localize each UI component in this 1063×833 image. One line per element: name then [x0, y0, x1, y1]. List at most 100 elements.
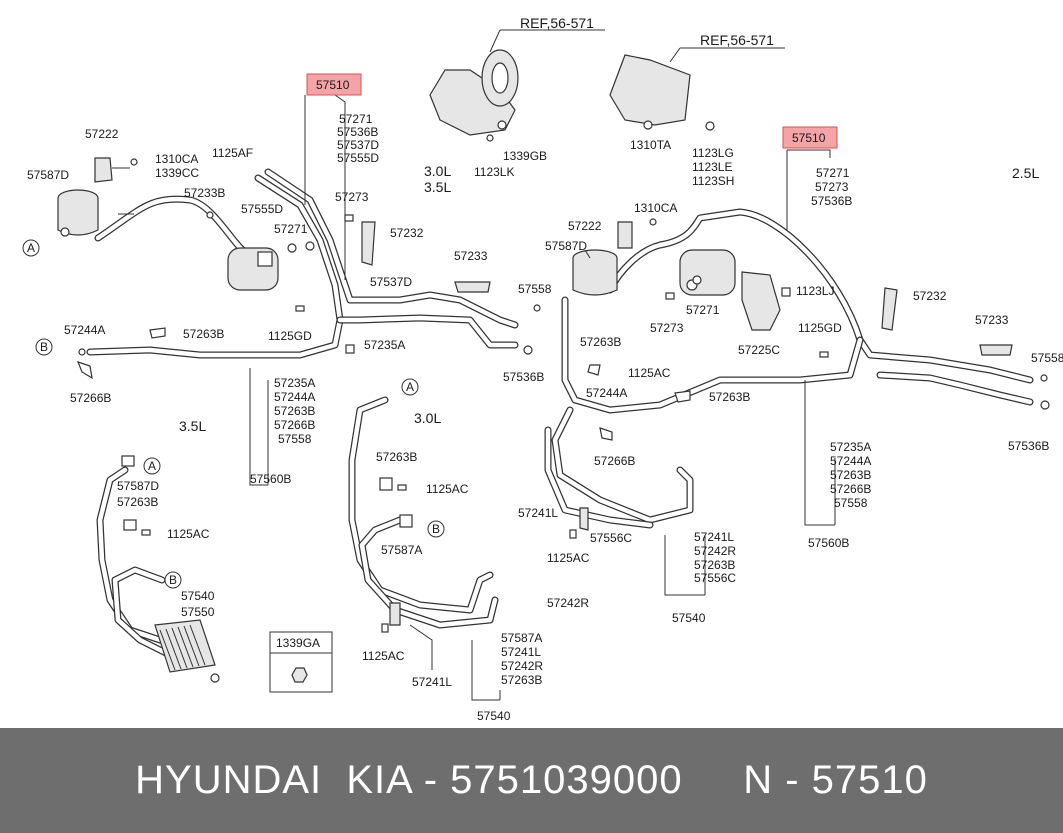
part-label: 57587A: [381, 543, 422, 557]
part-label: 57241L: [501, 645, 541, 659]
leader-lines: [112, 29, 836, 701]
part-label: 57263B: [830, 468, 871, 482]
part-label: 57536B: [337, 125, 378, 139]
part-label: 1123LJ: [796, 284, 834, 298]
part-label: 57266B: [830, 482, 871, 496]
ref-label: REF,56-571: [520, 15, 594, 31]
part-label: 57560B: [808, 536, 849, 550]
left-reservoir: [57, 189, 99, 237]
part-label: 1123LE: [692, 160, 732, 174]
part-label: 57540: [477, 709, 511, 723]
part-label: 57244A: [586, 386, 627, 400]
part-label-57510: 57510: [316, 78, 350, 92]
part-label: 57558: [1031, 351, 1063, 365]
part-label: 57550: [181, 605, 215, 619]
footer-banner: HYUNDAI KIA - 5751039000 N - 57510: [0, 728, 1063, 833]
ref-bracket-assembly-2: [609, 54, 715, 131]
part-label: 1123LG: [692, 146, 734, 160]
part-label: 57263B: [580, 335, 621, 349]
part-label: 57222: [85, 127, 119, 141]
part-label: 57560B: [250, 472, 291, 486]
part-label: 57587D: [545, 239, 587, 253]
part-label-57510: 57510: [792, 131, 826, 145]
part-label: 57556C: [694, 571, 736, 585]
part-label: 57263B: [274, 404, 315, 418]
part-label: 57558: [518, 282, 552, 296]
part-label: 57233: [454, 249, 488, 263]
right-hose-lines: [544, 208, 1034, 529]
part-label: 57263B: [183, 327, 224, 341]
part-label: 57537D: [370, 275, 412, 289]
part-label: 57263B: [709, 390, 750, 404]
part-label: 57540: [181, 589, 215, 603]
part-label: 57273: [650, 321, 684, 335]
ref-label: REF,56-571: [700, 32, 774, 48]
part-label: 57241L: [412, 675, 452, 689]
part-label: 57244A: [64, 323, 105, 337]
part-label: 57263B: [501, 673, 542, 687]
part-label: 57233B: [184, 186, 225, 200]
part-label: 57233: [975, 313, 1009, 327]
part-label: 1125GD: [268, 329, 312, 343]
engine-variant-label: 3.5L: [179, 418, 206, 434]
part-label: 57222: [568, 219, 602, 233]
part-label: 57558: [278, 432, 312, 446]
engine-variant-label: 3.0L: [424, 163, 451, 179]
right-reservoir: [572, 249, 618, 296]
engine-variant-label: 2.5L: [1012, 165, 1039, 181]
part-label: 1125AC: [426, 482, 469, 496]
ref-pump-assembly-1: [429, 49, 519, 142]
part-label: 57244A: [274, 390, 315, 404]
lower-middle-hose: [348, 396, 499, 633]
part-label: 57558: [834, 496, 868, 510]
left-hose-lines: [86, 168, 519, 359]
callout-box-1339GA: [269, 631, 333, 693]
marker-B: B: [40, 340, 48, 354]
part-label: 1125AC: [362, 649, 405, 663]
part-label: 57556C: [590, 531, 632, 545]
part-label: 57587A: [501, 631, 542, 645]
part-label: 57536B: [1008, 439, 1049, 453]
part-label: 57235A: [830, 440, 871, 454]
left-pump: [227, 247, 279, 291]
part-label: 1310CA: [155, 152, 198, 166]
part-label: 57242R: [501, 659, 543, 673]
part-label: 1339GB: [503, 149, 547, 163]
part-label: 57266B: [274, 418, 315, 432]
marker-A: A: [406, 380, 414, 394]
part-label: 1123LK: [474, 165, 514, 179]
part-label: 57266B: [70, 391, 111, 405]
marker-A: A: [27, 241, 35, 255]
part-label: 1125GD: [798, 321, 842, 335]
part-label: 57235A: [364, 338, 405, 352]
highlight-box-57510-left: [306, 73, 362, 96]
part-label: 57266B: [594, 454, 635, 468]
right-fasteners: [569, 218, 1050, 539]
part-label: 57232: [913, 289, 947, 303]
right-pump: [679, 249, 736, 296]
part-label: 57587D: [27, 168, 69, 182]
part-label: 57263B: [376, 450, 417, 464]
part-label: 1310CA: [634, 201, 677, 215]
part-label: 57225C: [738, 343, 780, 357]
part-label: 57263B: [694, 558, 735, 572]
part-number-caption: HYUNDAI KIA - 5751039000 N - 57510: [135, 758, 928, 802]
part-label: 57536B: [811, 194, 852, 208]
part-label: 1123SH: [692, 174, 734, 188]
engine-variant-label: 3.5L: [424, 179, 451, 195]
part-label: 57555D: [241, 202, 283, 216]
marker-B: B: [432, 522, 440, 536]
circle-markers: A B A B A B: [22, 239, 445, 589]
part-label: 57242R: [694, 544, 736, 558]
part-label: 1310TA: [630, 138, 671, 152]
part-label: 57536B: [503, 370, 544, 384]
part-label: 57271: [274, 222, 308, 236]
left-bracket-57222: [94, 157, 138, 183]
part-label: 57540: [672, 611, 706, 625]
cooler-assembly: [96, 455, 220, 683]
highlight-box-57510-right: [782, 126, 838, 149]
part-label: 57273: [815, 180, 849, 194]
part-label: 57537D: [337, 138, 379, 152]
marker-A: A: [148, 459, 156, 473]
